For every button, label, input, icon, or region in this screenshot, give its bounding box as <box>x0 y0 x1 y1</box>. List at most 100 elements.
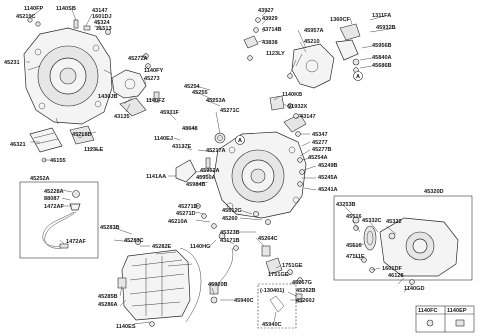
part-label: 45210 <box>304 39 320 45</box>
part-label: 45217A <box>206 148 226 154</box>
part-label: 43714B <box>262 27 282 33</box>
part-label: 88087 <box>44 196 60 202</box>
part-label: 1311FA <box>372 13 391 19</box>
part-label: 45285B <box>98 294 118 300</box>
part-label: 1472AF <box>44 204 64 210</box>
part-label: 45956B <box>372 43 392 49</box>
part-label: 45332C <box>362 218 382 224</box>
part-label: 45228A <box>44 189 64 195</box>
callout-a-label: A <box>238 138 242 144</box>
part-label: 45931F <box>160 110 180 116</box>
part-label: 45283B <box>100 225 120 231</box>
part-label: 1601DF <box>382 266 402 272</box>
part-label: 45516 <box>346 214 362 220</box>
part-label: 45219C <box>16 14 36 20</box>
part-label: 1140ES <box>116 324 136 330</box>
part-label: 43838 <box>262 40 278 46</box>
part-label: 45241A <box>318 187 338 193</box>
part-label: 45254 <box>184 84 200 90</box>
part-label: 46128 <box>388 273 404 279</box>
part-label: 45952A <box>200 168 220 174</box>
legend-header: 1140EP <box>447 308 467 314</box>
legend-header: 1140FC <box>418 308 438 314</box>
callout-a-2: A <box>353 71 363 81</box>
part-label: 45840A <box>372 55 392 61</box>
part-label: 1601DJ <box>92 14 112 20</box>
part-label: 1430JB <box>98 94 118 100</box>
part-label: 45932B <box>376 25 396 31</box>
leader-lines <box>26 9 413 325</box>
part-label: 46321 <box>10 142 26 148</box>
part-label: 43171B <box>220 238 240 244</box>
filter-parts <box>29 125 95 163</box>
callout-a-label: A <box>356 74 360 80</box>
part-label: 45323B <box>220 230 240 236</box>
part-label: 1140EJ <box>154 136 173 142</box>
part-label: 45271D <box>176 211 196 217</box>
part-label: 45283C <box>124 238 144 244</box>
part-label: 1140SB <box>56 6 76 12</box>
fastener-legend <box>415 305 475 333</box>
part-label: 45260 <box>222 216 238 222</box>
part-label: 45260J <box>296 298 315 304</box>
part-label: 1140HG <box>190 244 211 250</box>
part-label: 45271D <box>178 204 198 210</box>
part-label: 43135 <box>114 114 130 120</box>
part-label: 1751GE <box>268 272 289 278</box>
part-label: 1123LY <box>266 51 285 57</box>
part-label: 45686B <box>372 63 392 69</box>
part-label: 91932X <box>288 104 308 110</box>
part-label: 1472AF <box>66 239 86 245</box>
part-label: 45277 <box>312 140 328 146</box>
part-label: 45267G <box>292 280 312 286</box>
part-label: 45940C <box>262 322 282 328</box>
part-label: 45272A <box>128 56 148 62</box>
part-label: 46210A <box>168 219 188 225</box>
sensor-wire <box>209 247 234 304</box>
part-label: 43137E <box>172 144 192 150</box>
housing-center <box>213 113 307 219</box>
part-label: 45262B <box>296 288 316 294</box>
part-label: 1360CF <box>330 17 350 23</box>
part-label: 45320D <box>424 189 444 195</box>
part-label: 45277B <box>312 147 332 153</box>
part-label: 45957A <box>304 28 324 34</box>
part-label: 45920B <box>208 282 228 288</box>
mount-bracket <box>243 17 361 89</box>
part-label: 1140GD <box>404 286 425 292</box>
housing-left <box>23 27 113 125</box>
part-label: 45249B <box>318 163 338 169</box>
part-label: (-130401) <box>260 288 284 294</box>
part-label: 45940C <box>234 298 254 304</box>
part-label: 47111E <box>346 254 365 260</box>
part-label: 1140FY <box>144 68 164 74</box>
part-label: 1123LE <box>84 147 104 153</box>
part-label: 45984B <box>186 182 206 188</box>
part-label: 45231 <box>4 60 20 66</box>
part-label: 45950A <box>196 175 216 181</box>
center-top-parts <box>111 53 160 117</box>
bottom-center-parts <box>257 245 303 329</box>
part-label: 1141AA <box>146 174 166 180</box>
part-label: 48648 <box>182 126 198 132</box>
part-label: 45322 <box>386 219 402 225</box>
part-label: 1140FP <box>24 6 44 12</box>
oil-pan <box>117 239 202 327</box>
part-label: 1140FZ <box>146 98 166 104</box>
part-label: 45264C <box>258 236 278 242</box>
part-label: 45324 <box>94 20 110 26</box>
part-label: 45282E <box>152 244 172 250</box>
part-label: 45271C <box>220 108 240 114</box>
part-label: 45245A <box>318 175 338 181</box>
part-label: 21513 <box>96 26 112 32</box>
part-label: 45218D <box>72 132 92 138</box>
center-case-parts <box>175 95 305 251</box>
part-label: 45286A <box>98 302 118 308</box>
part-label: 45516 <box>346 243 362 249</box>
part-label: 45253A <box>206 98 226 104</box>
part-label: 43927 <box>258 8 274 14</box>
part-label: 45612C <box>222 208 242 214</box>
part-label: 43929 <box>262 16 278 22</box>
dipstick-group <box>19 181 99 259</box>
